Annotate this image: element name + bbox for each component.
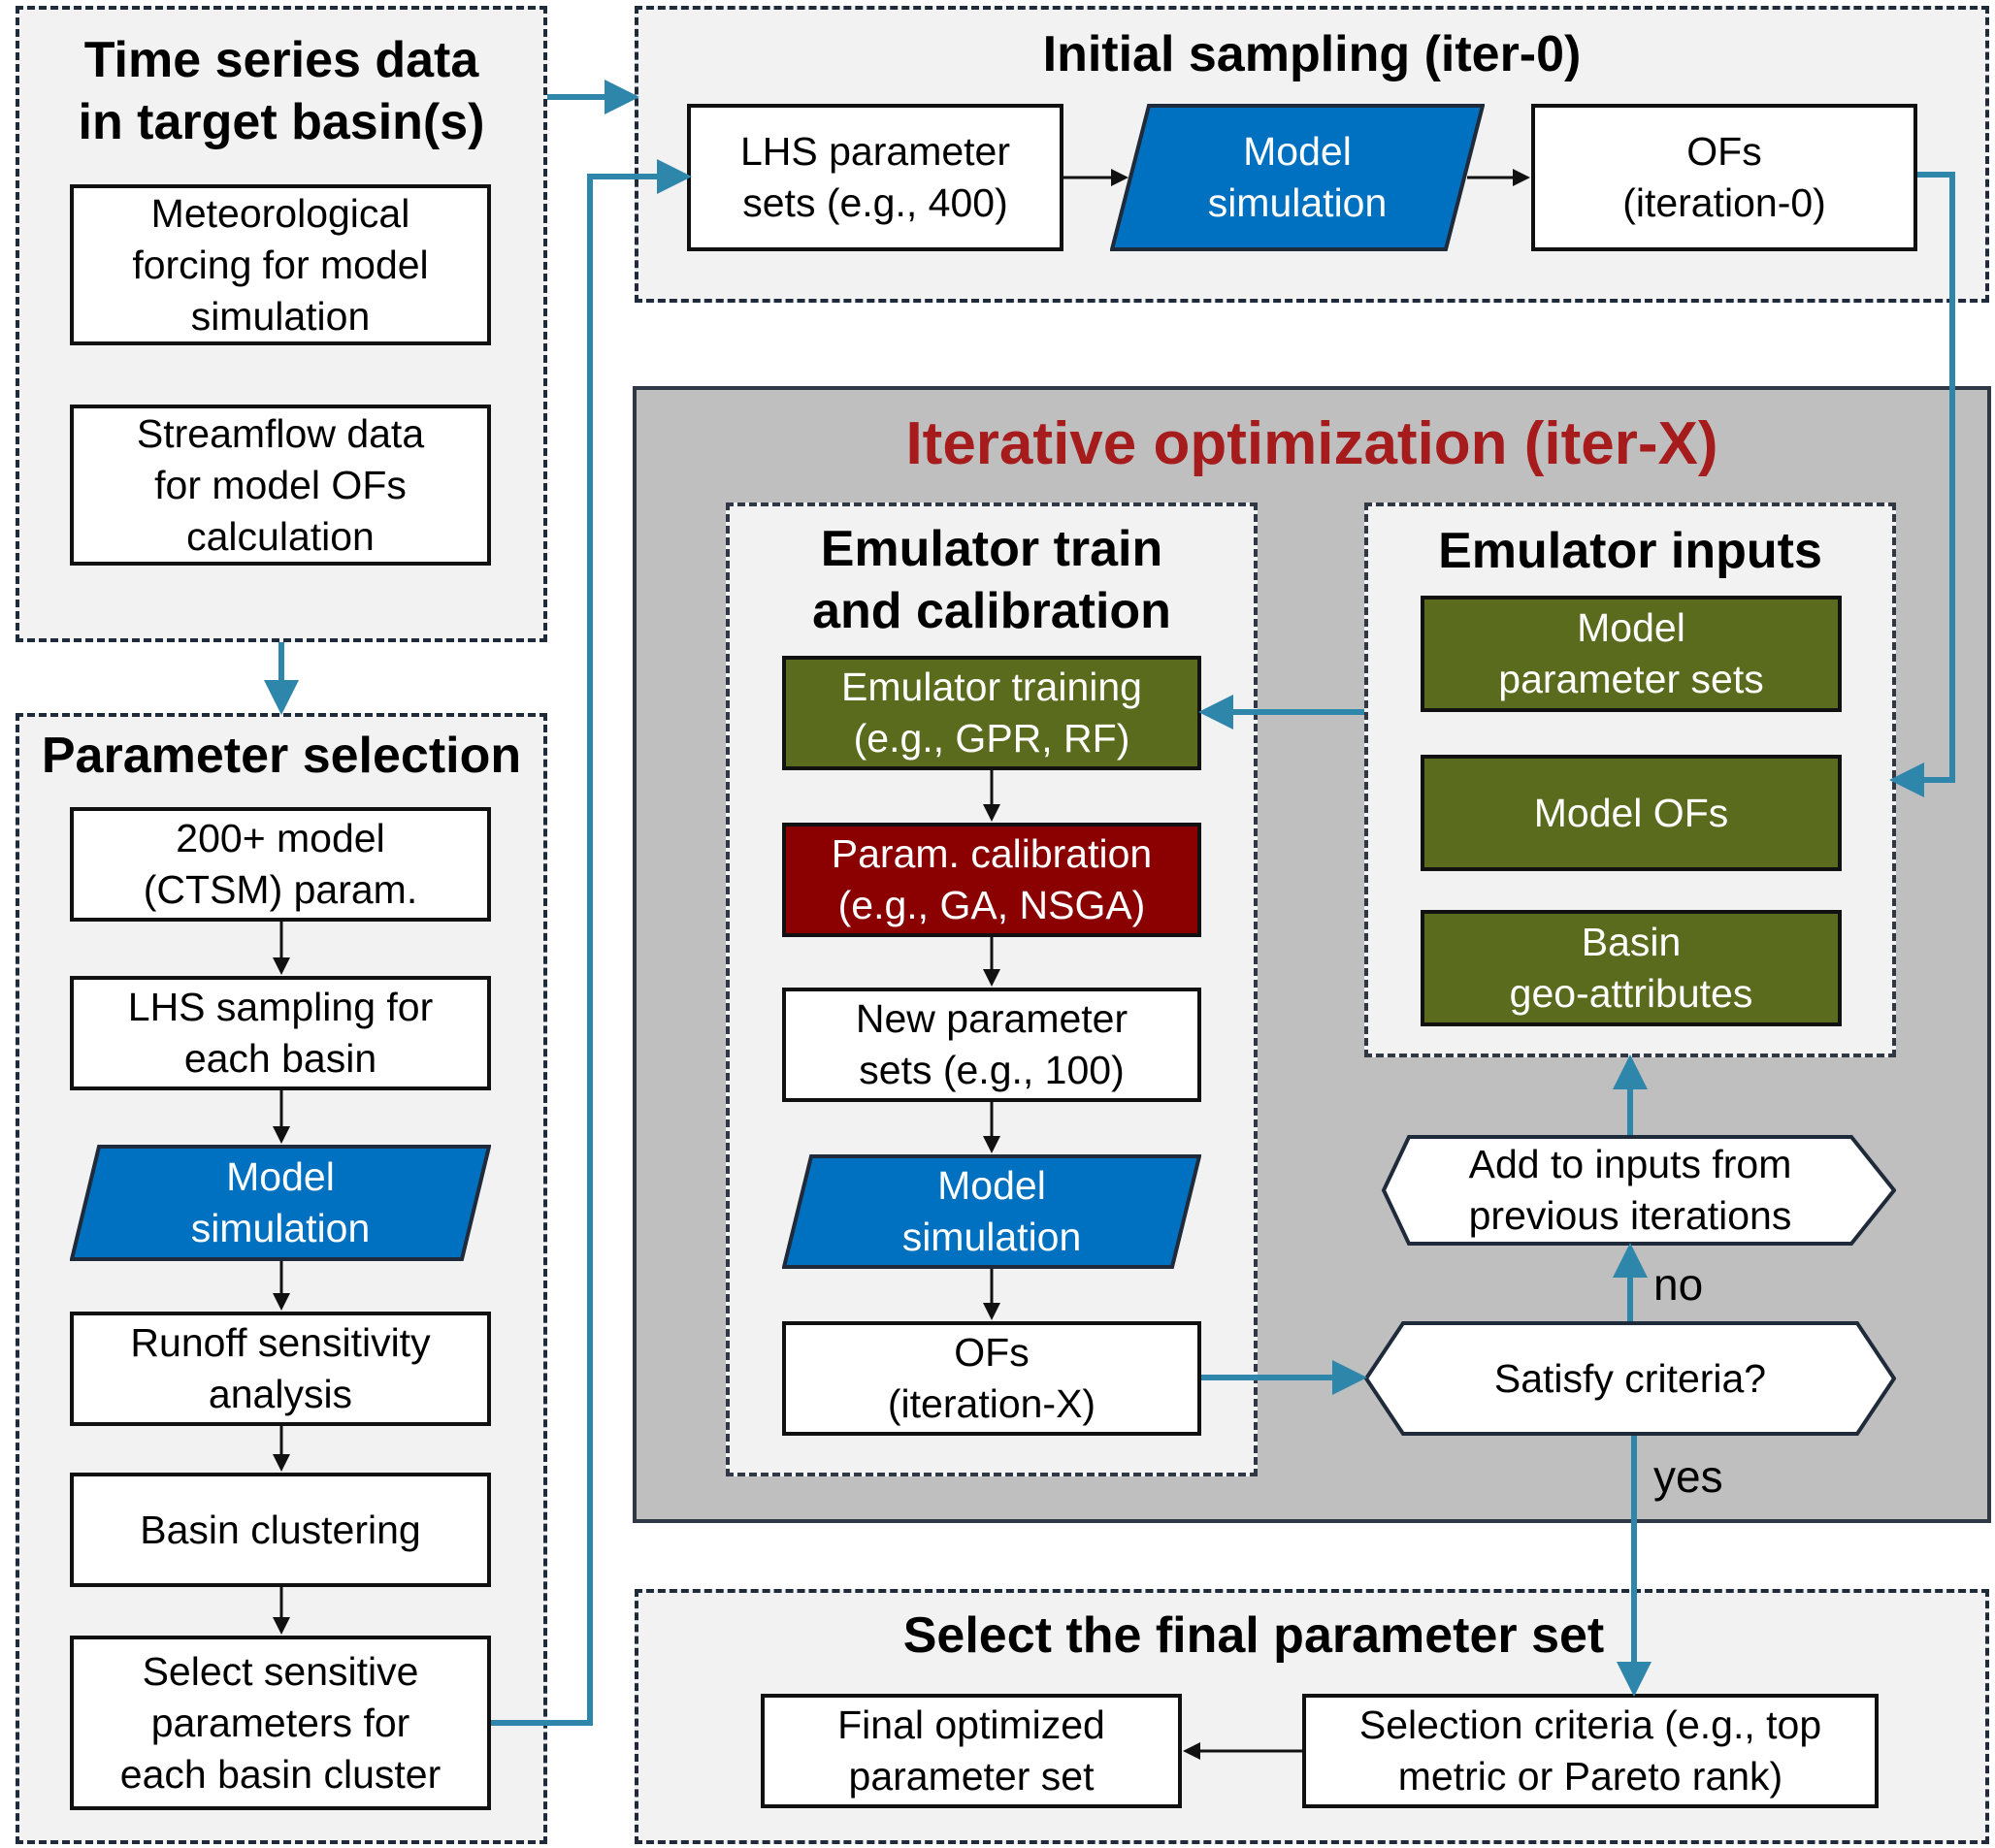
ofs-iteration-x-box: OFs (iteration-X): [782, 1321, 1201, 1436]
arrow-select-to-lhs: [491, 159, 692, 1726]
model-parameter-sets-box: Model parameter sets: [1421, 596, 1842, 712]
met-forcing-box: Meteorological forcing for model simulat…: [70, 184, 491, 345]
param-calibration-box: Param. calibration (e.g., GA, NSGA): [782, 823, 1201, 937]
lhs-parameter-sets-box: LHS parameter sets (e.g., 400): [687, 104, 1063, 251]
parameter-selection-title: Parameter selection: [41, 728, 522, 784]
satisfy-criteria-label: Satisfy criteria?: [1493, 1355, 1767, 1401]
ofs-iteration-0-box: OFs (iteration-0): [1531, 104, 1917, 251]
emulator-training-box: Emulator training (e.g., GPR, RF): [782, 656, 1201, 770]
final-optimized-box: Final optimized parameter set: [761, 1694, 1182, 1808]
final-selection-title: Select the final parameter set: [902, 1607, 1605, 1664]
no-label: no: [1653, 1259, 1704, 1310]
select-sensitive-box: Select sensitive parameters for each bas…: [70, 1636, 491, 1810]
arrow-ofs0-to-inputs: [1889, 172, 1955, 797]
param-model-simulation-label: Model simulation: [190, 1154, 371, 1250]
add-inputs-label: Add to inputs from previous iterations: [1468, 1142, 1792, 1238]
basin-clustering-box: Basin clustering: [70, 1473, 491, 1587]
new-parameter-sets-box: New parameter sets (e.g., 100): [782, 988, 1201, 1102]
streamflow-box: Streamflow data for model OFs calculatio…: [70, 405, 491, 566]
iterative-optimization-title: Iterative optimization (iter-X): [905, 410, 1718, 477]
param-model-simulation: Model simulation: [70, 1145, 491, 1261]
parallelogram-shape: [70, 1145, 491, 1261]
hexagon-shape: [1381, 1135, 1896, 1246]
basin-geo-attributes-box: Basin geo-attributes: [1421, 910, 1842, 1026]
initial-model-simulation-label: Model simulation: [1207, 129, 1388, 225]
initial-sampling-title: Initial sampling (iter-0): [1042, 26, 1582, 82]
iter-model-simulation-label: Model simulation: [901, 1163, 1082, 1259]
hexagon-shape: [1364, 1321, 1896, 1436]
emulator-inputs-title: Emulator inputs: [1438, 523, 1822, 579]
model-params-box: 200+ model (CTSM) param.: [70, 807, 491, 922]
lhs-sampling-box: LHS sampling for each basin: [70, 976, 491, 1090]
parallelogram-shape: [1110, 104, 1485, 251]
selection-criteria-box: Selection criteria (e.g., top metric or …: [1302, 1694, 1879, 1808]
iter-model-simulation: Model simulation: [782, 1154, 1201, 1269]
emulator-train-title: Emulator train and calibration: [812, 521, 1171, 639]
runoff-sensitivity-box: Runoff sensitivity analysis: [70, 1312, 491, 1426]
yes-label: yes: [1653, 1451, 1723, 1502]
satisfy-criteria-hexagon: Satisfy criteria?: [1364, 1321, 1896, 1436]
parallelogram-shape: [782, 1154, 1201, 1269]
initial-model-simulation: Model simulation: [1110, 104, 1485, 251]
time-series-title: Time series data in target basin(s): [78, 32, 485, 150]
model-ofs-box: Model OFs: [1421, 755, 1842, 871]
add-inputs-hexagon: Add to inputs from previous iterations: [1364, 1135, 1896, 1246]
